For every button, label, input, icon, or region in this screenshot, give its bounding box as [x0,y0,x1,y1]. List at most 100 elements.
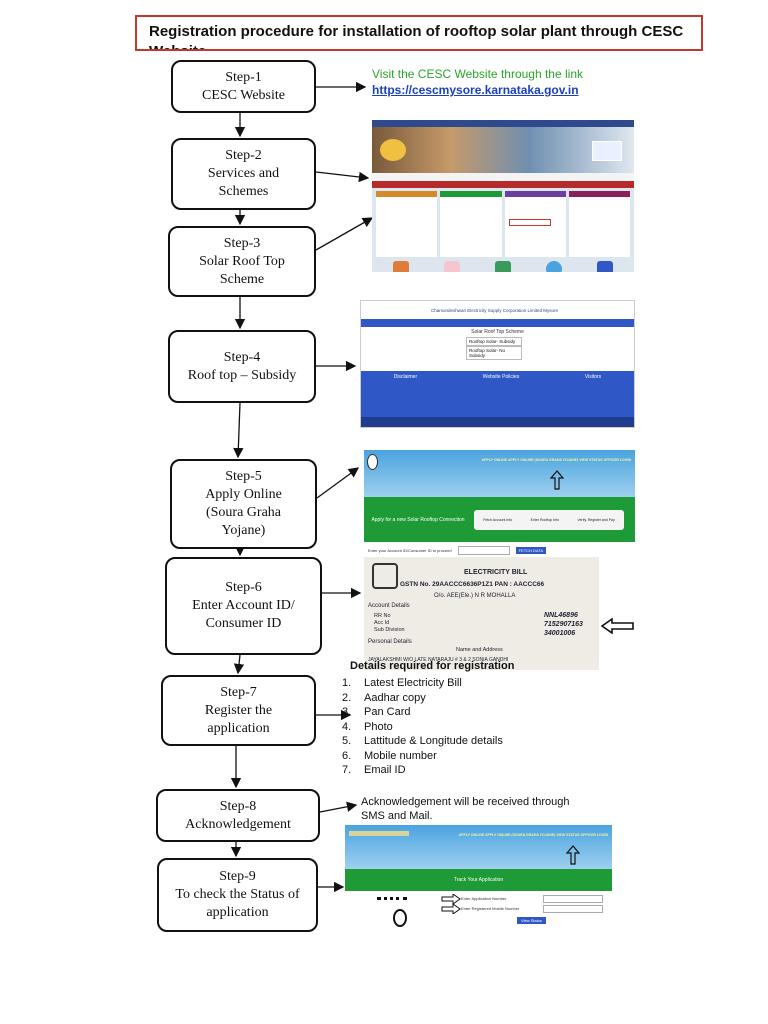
s4-option-subsidy[interactable]: Rooftop Solar- Subsidy [466,337,522,346]
list-item: 1.Latest Electricity Bill [342,677,462,689]
step-label: Step-8 [219,798,257,814]
step-label: Step-4 [223,349,261,365]
step-text: Apply Online [205,487,282,502]
s9-nav: APPLY ONLINE APPLY ONLINE (SOURA GRAHA Y… [458,833,608,837]
s9-mobile-input[interactable] [543,905,603,913]
step-label: Step-6 [225,580,262,595]
s9-view-status-button[interactable]: View Status [517,917,547,924]
step-text: Register the [204,702,273,718]
apply-online-screenshot: APPLY ONLINE APPLY ONLINE (SOURA GRAHA Y… [364,450,635,560]
s6-field-subdiv: Sub Division [374,627,405,633]
step-8-box: Step-8 Acknowledgement [156,789,320,842]
requirements-list: 1.Latest Electricity Bill 2.Aadhar copy … [342,676,600,778]
s4-footer-policies: Website Policies [482,374,520,380]
s4-footer-disclaimer: Disclaimer [393,374,418,380]
s5-input-label: Enter your Account ID/Consumer ID to pro… [368,548,452,553]
s6-rr-number: NNL46896 [544,612,578,619]
step-4-box: Step-4 Roof top – Subsidy [168,330,316,403]
ack-line-1: Acknowledgement will be received through [361,796,570,808]
s5-account-input[interactable] [457,546,510,555]
step1-note: Visit the CESC Website through the link … [372,67,583,97]
list-item: 4.Photo [342,720,393,733]
step-text: (Soura Graha [205,505,282,520]
s9-application-input[interactable] [543,895,603,903]
ack-line-2: SMS and Mail. [361,810,433,822]
s6-field-acc: Acc Id [374,620,390,626]
step1-note-text: Visit the CESC Website through the link [372,67,583,81]
list-item: 3.Pan Card [342,706,411,718]
step-3-box: Step-3 Solar Roof Top Scheme [168,226,316,297]
step-label: Step-3 [223,235,261,251]
s6-office: O/o. AEE(Ele.) N R MOHALLA [434,593,516,599]
arrow-step2-shot [315,171,370,183]
s5-fetch-button[interactable]: FETCH DATA [515,547,547,554]
up-arrow-icon [566,845,580,865]
s6-account-id: 7152907163 [544,621,583,628]
step-7-box: Step-7 Register the application [161,675,316,746]
step-5-box: Step-5 Apply Online (Soura Graha Yojane) [170,459,317,549]
cesc-website-link[interactable]: https://cescmysore.karnataka.gov.in [372,83,579,97]
s6-name: JAYALAKSHMI W/O LATE NATARAJU # 3 & 2 SO… [368,657,509,663]
list-item: 2.Aadhar copy [342,691,426,704]
up-arrow-icon [550,470,564,490]
step-1-box: Step-1 CESC Website [171,60,316,113]
page-title: Registration procedure for installation … [135,15,703,51]
arrow-step4-step5 [233,402,244,459]
step-label: Step-2 [225,148,262,163]
step-text: Acknowledgement [185,816,291,832]
requirements-block: Details required for registration 1.Late… [342,660,600,778]
track-application-screenshot: APPLY ONLINE APPLY ONLINE (SOURA GRAHA Y… [345,825,612,936]
step-text: Solar Roof Top [199,253,285,269]
s6-bill-title: ELECTRICITY BILL [464,569,528,576]
s5-step-verify: Verify, Register and Pay [577,517,615,522]
pointer-arrow-icon [601,618,634,634]
list-item: 5.Lattitude & Longitude details [342,735,503,747]
step-text: To check the Status of [175,887,300,902]
s4-footer-visitors: Visitors [584,374,602,380]
arrow-step8-note [319,801,358,813]
right-arrow-icon [441,894,461,904]
s6-gstn: GSTN No. 29AACCC6636P1Z1 PAN : AACCC66 [400,581,545,588]
arrow-step3-shot [315,217,374,251]
s9-field-application-label: Enter Application Number [461,896,507,901]
s4-option-no-subsidy[interactable]: Rooftop Solar- No Subsidy [466,346,522,360]
s5-banner: Apply for a new Solar Rooftop Connection [371,516,465,523]
acknowledgement-note: Acknowledgement will be received through… [361,795,570,823]
step-text: Schemes [218,184,269,199]
s6-field-rr: RR No [374,613,391,619]
step-2-box: Step-2 Services and Schemes [171,138,316,210]
step-text: Enter Account ID/ [192,598,295,613]
right-arrow-icon [441,904,461,914]
step-text: Scheme [219,271,265,287]
s6-personal: Personal Details [368,639,412,645]
step-text: Consumer ID [205,616,282,631]
s4-header: Chamundeshwari Electricity Supply Corpor… [431,307,559,313]
s5-nav: APPLY ONLINE APPLY ONLINE (SOURA GRAHA Y… [481,458,631,462]
s5-step-fetch: Fetch Account Info [483,517,513,522]
step-label: Step-1 [225,69,262,85]
s5-step-enter: Enter Rooftop Info [530,517,560,522]
s9-banner: Track Your Application [345,869,612,891]
s6-name-address: Name and Address [456,647,503,653]
step-text: Services and [207,166,280,181]
list-item: 7.Email ID [342,764,406,776]
cesc-homepage-screenshot [372,120,634,272]
requirements-title: Details required for registration [350,660,515,672]
step-6-box: Step-6 Enter Account ID/ Consumer ID [165,557,322,655]
step-9-box: Step-9 To check the Status of applicatio… [157,858,318,932]
step-text: Roof top – Subsidy [187,367,297,383]
electricity-bill-photo: ELECTRICITY BILL GSTN No. 29AACCC6636P1Z… [364,557,599,670]
step-label: Step-7 [220,684,257,700]
solar-scheme-screenshot: Chamundeshwari Electricity Supply Corpor… [360,300,635,428]
arrow-step6-step7 [233,654,245,675]
s9-field-mobile-label: Enter Registered Mobile Number [461,906,520,911]
step-text: application [207,720,270,736]
s4-scheme-title: Solar Roof Top Scheme [471,329,524,335]
step-text: Yojane) [221,523,266,538]
step-label: Step-9 [219,869,256,884]
step-text: CESC Website [201,87,285,103]
s6-subdiv-code: 34001006 [544,630,576,637]
s6-account-details: Account Details [368,603,410,609]
step-label: Step-5 [225,469,262,484]
